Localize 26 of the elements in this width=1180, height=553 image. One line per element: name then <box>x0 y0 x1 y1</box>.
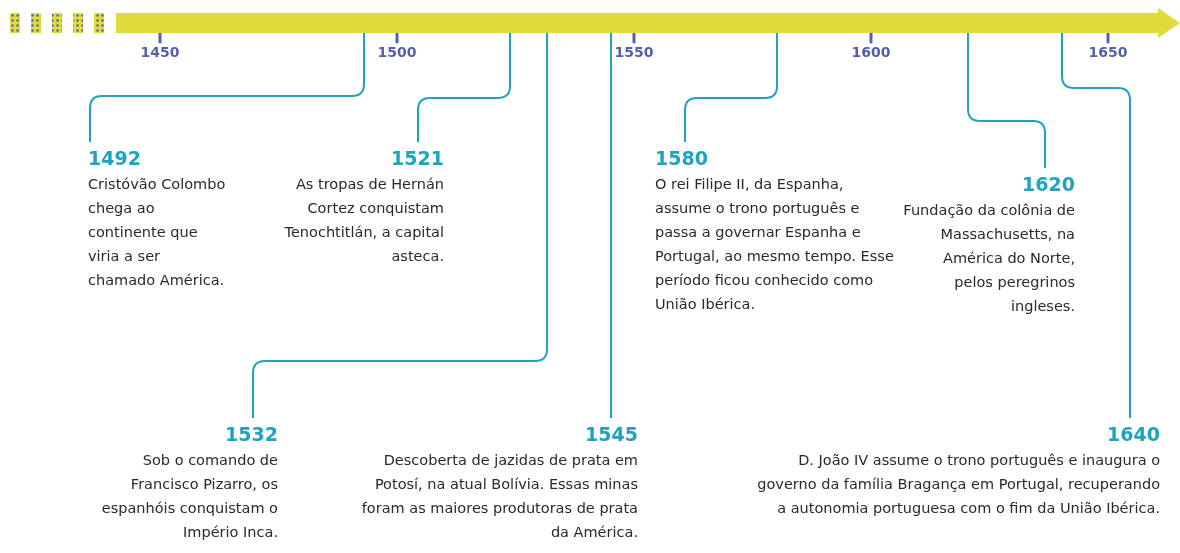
tick-label: 1650 <box>1088 44 1128 60</box>
tick-label: 1600 <box>851 44 891 60</box>
tick-label: 1450 <box>140 44 180 60</box>
event-year: 1521 <box>391 147 444 169</box>
event-year: 1620 <box>1022 173 1075 195</box>
connector-line <box>252 32 548 419</box>
event-year: 1545 <box>585 423 638 445</box>
event-description: Cristóvão Colombo chega ao continente que viria a ser chamado América. <box>88 175 227 290</box>
event-year: 1492 <box>88 147 141 169</box>
event-year: 1640 <box>1107 423 1160 445</box>
event-description: Fundação da colônia de Massachusetts, na América do Norte, pelos peregrinos ingleses. <box>902 201 1075 316</box>
event-description: As tropas de Hernán Cortez conquistam Tenochtitlán, a capital asteca. <box>283 175 444 266</box>
tick-label: 1500 <box>377 44 417 60</box>
event-year: 1532 <box>225 423 278 445</box>
connector-line <box>684 32 778 143</box>
tick-label: 1550 <box>614 44 654 60</box>
event-description: O rei Filipe II, da Espanha, assume o trono português e passa a governar Espanha e Portugal, ao mesmo tempo. Esse período ficou conhecido como União Ibérica. <box>655 175 895 314</box>
connector-line <box>1061 32 1131 419</box>
connector-line <box>417 32 511 143</box>
event-description: Sob o comando de Francisco Pizarro, os espanhóis conquistam o Império Inca. <box>100 451 278 542</box>
connector-line <box>967 32 1046 169</box>
event-year: 1580 <box>655 147 708 169</box>
event-description: Descoberta de jazidas de prata em Potosí, na atual Bolívia. Essas minas foram as maiores produtoras de prata da América. <box>360 451 638 542</box>
connector-line <box>89 32 365 143</box>
event-description: D. João IV assume o trono português e inaugura o governo da família Bragança em Portugal, recuperando a autonomia portuguesa com o fim da União Ibérica. <box>756 451 1160 518</box>
connector-line <box>610 32 612 419</box>
